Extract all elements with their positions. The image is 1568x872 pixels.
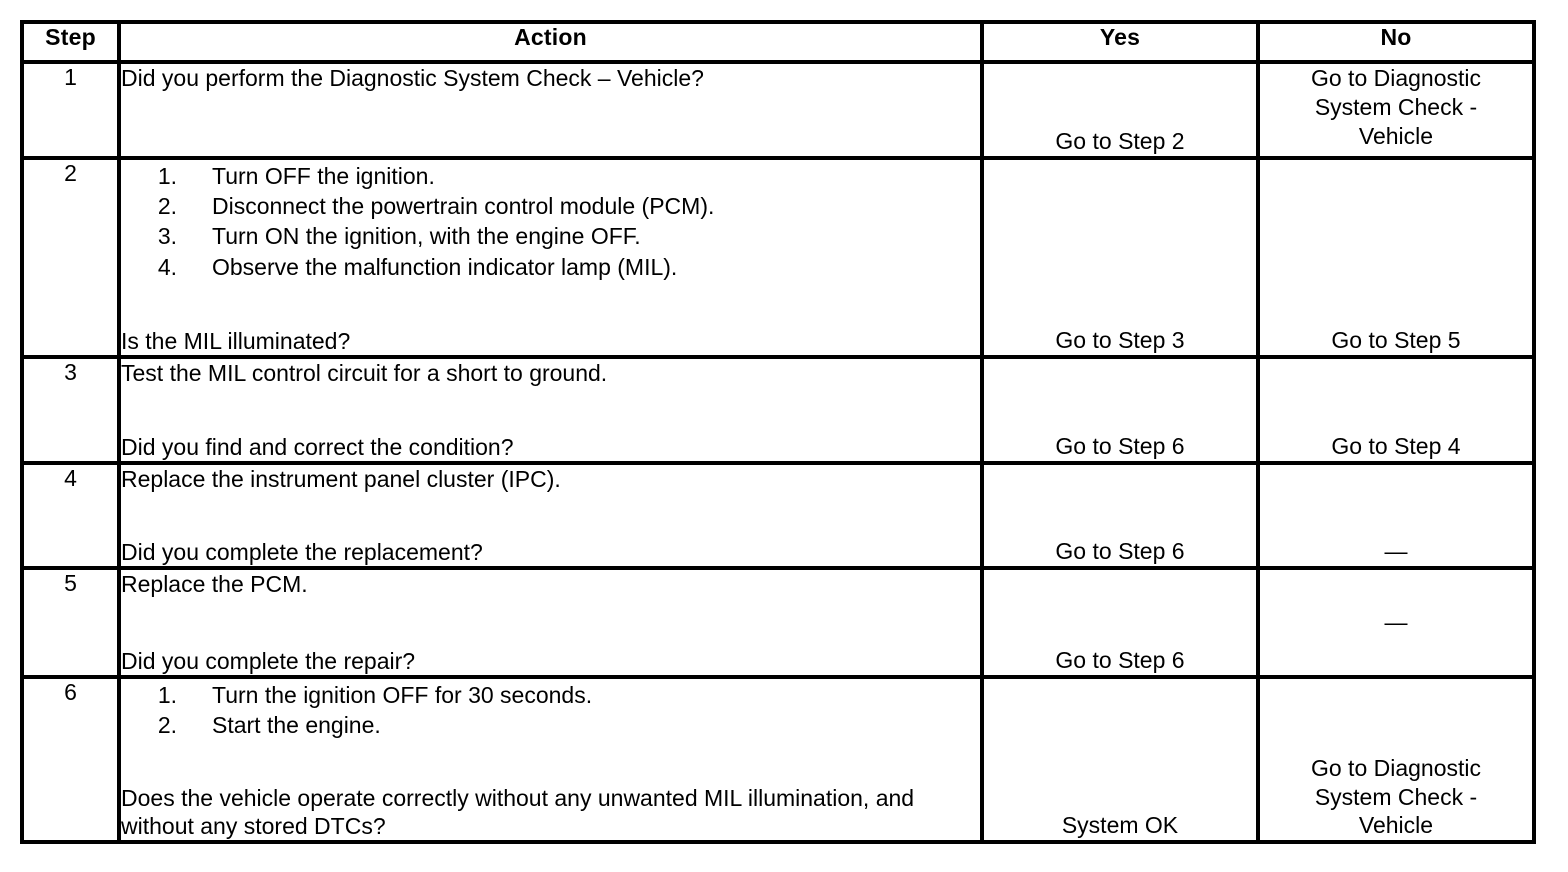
action-step-item: 2. Disconnect the powertrain control modu… <box>121 192 980 221</box>
no-result-cell: Go to Step 4 <box>1256 355 1536 465</box>
no-result-cell: — <box>1256 566 1536 679</box>
action-spacer <box>121 92 980 156</box>
action-step-text: Disconnect the powertrain control module… <box>212 193 715 220</box>
action-step-list: 1. Turn OFF the ignition. 2. Disconnect the… <box>121 162 980 283</box>
yes-result-cell: System OK <box>980 675 1260 844</box>
action-content: Did you perform the Diagnostic System Ch… <box>121 64 980 156</box>
yes-result-cell: Go to Step 6 <box>980 355 1260 465</box>
action-step-list: 1. Turn the ignition OFF for 30 seconds. 2… <box>121 681 980 741</box>
no-result-cell: Go to Step 5 <box>1256 156 1536 359</box>
yes-result-cell: Go to Step 6 <box>980 566 1260 679</box>
action-step-text: Observe the malfunction indicator lamp (… <box>212 253 678 280</box>
yes-result-cell: Go to Step 6 <box>980 461 1260 570</box>
no-result-text: Go to Diagnostic System Check - Vehicle <box>1310 65 1482 149</box>
table-row: 6 1. Turn the ignition OFF for 30 seconds.… <box>20 675 1536 844</box>
action-lead-text: Replace the instrument panel cluster (IP… <box>121 466 561 492</box>
no-result-text: Go to Diagnostic System Check - Vehicle <box>1310 754 1482 839</box>
step-number-cell: 1 <box>20 60 121 160</box>
column-header-yes: Yes <box>980 20 1260 64</box>
yes-result-text: Go to Step 2 <box>1055 128 1185 155</box>
action-lead-text: Test the MIL control circuit for a short… <box>121 360 608 386</box>
no-result-cell: Go to Diagnostic System Check - Vehicle <box>1256 60 1536 160</box>
yes-result-text: System OK <box>1061 812 1179 839</box>
header-row: Step Action Yes No <box>20 20 1536 64</box>
no-result-cell: — <box>1256 461 1536 570</box>
no-result-text: Go to Step 4 <box>1331 433 1461 460</box>
action-cell: Replace the instrument panel cluster (IP… <box>117 461 984 570</box>
action-step-number: 3. <box>157 223 177 250</box>
action-step-item: 3. Turn ON the ignition, with the engine … <box>121 222 980 251</box>
yes-result-cell: Go to Step 3 <box>980 156 1260 359</box>
action-spacer <box>121 387 980 433</box>
table-row: 2 1. Turn OFF the ignition. 2. Disconnect th… <box>20 156 1536 359</box>
step-number-cell: 2 <box>20 156 121 359</box>
action-step-number: 2. <box>157 193 177 220</box>
action-step-item: 4. Observe the malfunction indicator lamp… <box>121 253 980 282</box>
action-lead-text: Did you perform the Diagnostic System Ch… <box>121 65 704 91</box>
column-header-step: Step <box>20 20 121 64</box>
action-step-item: 1. Turn OFF the ignition. <box>121 162 980 191</box>
table-header: Step Action Yes No <box>20 20 1536 64</box>
action-spacer <box>121 741 980 784</box>
step-number-cell: 6 <box>20 675 121 844</box>
yes-result-text: Go to Step 6 <box>1055 433 1185 460</box>
no-result-dash: — <box>1384 538 1408 565</box>
action-step-number: 2. <box>157 712 177 739</box>
action-content: Test the MIL control circuit for a short… <box>121 359 980 461</box>
yes-result-cell: Go to Step 2 <box>980 60 1260 160</box>
step-number-cell: 3 <box>20 355 121 465</box>
no-result-dash: — <box>1384 609 1408 636</box>
no-result-cell: Go to Diagnostic System Check - Vehicle <box>1256 675 1536 844</box>
action-step-text: Start the engine. <box>212 712 381 739</box>
action-question-text: Does the vehicle operate correctly witho… <box>121 784 921 839</box>
action-content: 1. Turn the ignition OFF for 30 seconds. 2… <box>121 679 980 840</box>
action-cell: Test the MIL control circuit for a short… <box>117 355 984 465</box>
action-step-text: Turn ON the ignition, with the engine OF… <box>212 223 641 250</box>
action-step-number: 4. <box>157 253 177 280</box>
action-question-text: Is the MIL illuminated? <box>121 327 351 354</box>
action-step-item: 1. Turn the ignition OFF for 30 seconds. <box>121 681 980 710</box>
action-spacer <box>121 598 980 647</box>
action-spacer <box>121 283 980 327</box>
action-question-text: Did you complete the repair? <box>121 647 416 674</box>
action-step-item: 2. Start the engine. <box>121 711 980 740</box>
action-content: Replace the instrument panel cluster (IP… <box>121 465 980 566</box>
action-step-number: 1. <box>157 682 177 708</box>
action-spacer <box>121 493 980 538</box>
action-step-text: Turn the ignition OFF for 30 seconds. <box>212 682 593 708</box>
action-step-text: Turn OFF the ignition. <box>212 163 435 189</box>
action-step-number: 1. <box>157 163 177 189</box>
action-cell: Did you perform the Diagnostic System Ch… <box>117 60 984 160</box>
action-question-text: Did you complete the replacement? <box>121 538 483 565</box>
action-lead-text: Replace the PCM. <box>121 571 308 597</box>
column-header-action: Action <box>117 20 984 64</box>
action-question-text: Did you find and correct the condition? <box>121 433 514 460</box>
step-number-cell: 5 <box>20 566 121 679</box>
yes-result-text: Go to Step 6 <box>1055 538 1185 565</box>
action-content: Replace the PCM. Did you complete the rep… <box>121 570 980 675</box>
yes-result-text: Go to Step 3 <box>1055 327 1185 354</box>
action-content: 1. Turn OFF the ignition. 2. Disconnect the… <box>121 160 980 355</box>
no-result-text: Go to Step 5 <box>1331 327 1461 354</box>
step-number-cell: 4 <box>20 461 121 570</box>
action-cell: 1. Turn the ignition OFF for 30 seconds. 2… <box>117 675 984 844</box>
action-cell: Replace the PCM. Did you complete the rep… <box>117 566 984 679</box>
column-header-no: No <box>1256 20 1536 64</box>
action-cell: 1. Turn OFF the ignition. 2. Disconnect the… <box>117 156 984 359</box>
yes-result-text: Go to Step 6 <box>1055 647 1185 674</box>
